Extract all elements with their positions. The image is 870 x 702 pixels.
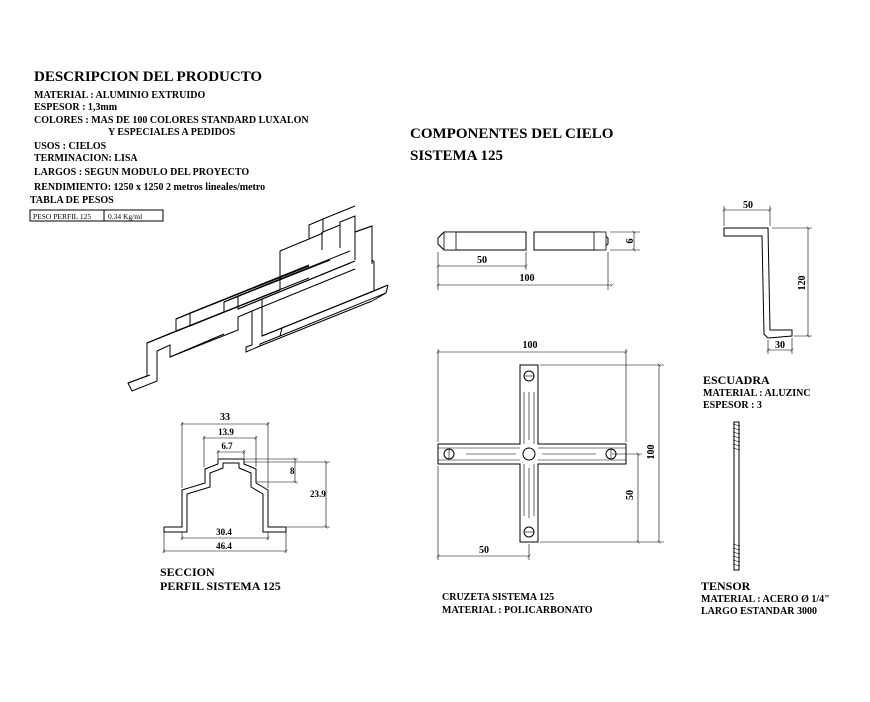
dim-escuadra-30: 30 bbox=[775, 340, 785, 351]
tensor-largo: LARGO ESTANDAR 3000 bbox=[701, 606, 817, 617]
section-label-line1: SECCION bbox=[160, 565, 215, 579]
description-line-rendimiento: RENDIMIENTO: 1250 x 1250 2 metros lineal… bbox=[34, 182, 265, 193]
cruceta-side-view bbox=[438, 232, 640, 290]
escuadra-title: ESCUADRA bbox=[703, 373, 770, 387]
escuadra-drawing bbox=[724, 206, 812, 354]
weights-row-value: 0.34 Kg/ml bbox=[108, 212, 142, 221]
dim-cruceta-height-100: 100 bbox=[646, 445, 657, 460]
dim-profile-23-9: 23.9 bbox=[310, 489, 326, 499]
description-line-terminacion: TERMINACION: LISA bbox=[34, 153, 138, 164]
dim-profile-6-7: 6.7 bbox=[221, 441, 233, 451]
dim-cruceta-width-100: 100 bbox=[523, 340, 538, 351]
cruceta-label: CRUZETA SISTEMA 125 bbox=[442, 592, 554, 603]
tensor-title: TENSOR bbox=[701, 579, 751, 593]
dim-profile-33: 33 bbox=[220, 412, 230, 423]
components-title-line2: SISTEMA 125 bbox=[410, 148, 503, 164]
dim-cruceta-half-width-50: 50 bbox=[479, 545, 489, 556]
weights-title: TABLA DE PESOS bbox=[30, 195, 114, 206]
weights-row-label: PESO PERFIL 125 bbox=[33, 212, 91, 221]
dim-cruceta-side-100: 100 bbox=[520, 273, 535, 284]
dim-cruceta-side-50: 50 bbox=[477, 255, 487, 266]
cruceta-top-view bbox=[438, 349, 664, 560]
dim-cruceta-half-height-50: 50 bbox=[625, 490, 636, 500]
escuadra-espesor: ESPESOR : 3 bbox=[703, 400, 762, 411]
dim-profile-8: 8 bbox=[290, 466, 295, 476]
tensor-rod-drawing bbox=[732, 421, 741, 571]
dim-profile-30-4: 30.4 bbox=[216, 527, 232, 537]
tensor-material: MATERIAL : ACERO Ø 1/4" bbox=[701, 594, 830, 605]
profile-isometric-drawing bbox=[127, 205, 389, 392]
description-line-largos: LARGOS : SEGUN MODULO DEL PROYECTO bbox=[34, 167, 249, 178]
dim-profile-13-9: 13.9 bbox=[218, 427, 234, 437]
description-title: DESCRIPCION DEL PRODUCTO bbox=[34, 69, 262, 85]
description-line-colores-cont: Y ESPECIALES A PEDIDOS bbox=[108, 127, 236, 138]
escuadra-material: MATERIAL : ALUZINC bbox=[703, 388, 811, 399]
dim-escuadra-120: 120 bbox=[797, 276, 808, 291]
dim-cruceta-side-6: 6 bbox=[625, 239, 636, 244]
description-line-usos: USOS : CIELOS bbox=[34, 141, 107, 152]
dim-escuadra-50: 50 bbox=[743, 200, 753, 211]
description-line-colores: COLORES : MAS DE 100 COLORES STANDARD LU… bbox=[34, 115, 309, 126]
profile-section-drawing bbox=[164, 422, 330, 553]
section-label-line2: PERFIL SISTEMA 125 bbox=[160, 579, 281, 593]
dim-profile-46-4: 46.4 bbox=[216, 541, 232, 551]
cruceta-material: MATERIAL : POLICARBONATO bbox=[442, 605, 593, 616]
description-line-espesor: ESPESOR : 1,3mm bbox=[34, 102, 118, 113]
description-line-material: MATERIAL : ALUMINIO EXTRUIDO bbox=[34, 90, 205, 101]
components-title-line1: COMPONENTES DEL CIELO bbox=[410, 126, 613, 142]
weights-table: PESO PERFIL 125 0.34 Kg/ml bbox=[29, 209, 164, 222]
